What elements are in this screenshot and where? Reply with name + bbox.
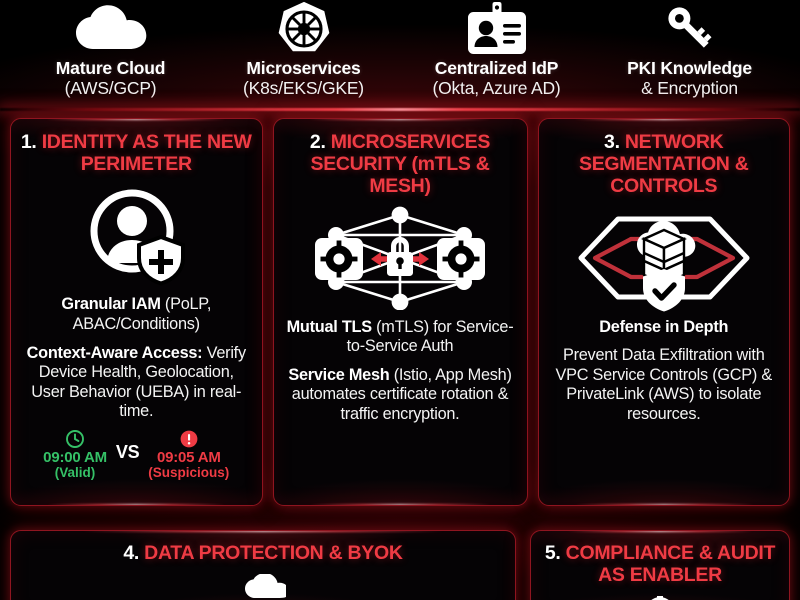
cards-row-secondary: 4. DATA PROTECTION & BYOK 5. COMPLIANCE …	[0, 530, 800, 600]
prerequisite-label: Centralized IdP	[434, 58, 559, 78]
prerequisite-mature-cloud: Mature Cloud (AWS/GCP)	[14, 2, 207, 99]
card-lead-text: Mutual TLS (mTLS) for Service-to-Service…	[283, 318, 518, 357]
suspicious-time-value: 09:05 AM	[156, 448, 221, 466]
card-number: 2.	[309, 131, 326, 153]
card-detail-text: Service Mesh (Istio, App Mesh) automates…	[283, 366, 518, 425]
card-title-text: MICROSERVICES SECURITY (mTLS & MESH)	[310, 131, 491, 198]
gear-badge-icon	[639, 596, 681, 600]
user-shield-icon	[84, 181, 188, 289]
card-lead-bold: Defense in Depth	[599, 317, 729, 336]
prerequisite-microservices: Microservices (K8s/EKS/GKE)	[207, 1, 400, 99]
alert-icon	[179, 429, 199, 449]
card-detail-bold: Context-Aware Access:	[26, 343, 203, 362]
valid-time-value: 09:00 AM	[43, 448, 107, 466]
card-title: 2. MICROSERVICES SECURITY (mTLS & MESH)	[283, 131, 518, 198]
card-title: 4. DATA PROTECTION & BYOK	[123, 542, 403, 564]
suspicious-access-block: 09:05 AM (Suspicious)	[148, 429, 229, 481]
card-detail-bold: Service Mesh	[288, 365, 390, 384]
suspicious-time-state: (Suspicious)	[148, 465, 230, 481]
card-title-text: DATA PROTECTION & BYOK	[144, 542, 403, 564]
prerequisite-label: Mature Cloud	[55, 58, 166, 78]
lock-cloud-icon	[240, 574, 286, 600]
card-lead-bold: Granular IAM	[61, 295, 161, 314]
kubernetes-icon	[275, 1, 333, 56]
vs-label: VS	[115, 441, 140, 462]
card-data-protection-byok[interactable]: 4. DATA PROTECTION & BYOK	[10, 530, 516, 600]
card-identity-as-the-new-perimeter[interactable]: 1. IDENTITY AS THE NEW PERIMETER	[10, 118, 263, 506]
card-number: 5.	[544, 542, 561, 564]
prerequisites-bar: Mature Cloud (AWS/GCP)	[0, 0, 800, 104]
cloud-icon	[73, 2, 149, 56]
card-number: 4.	[123, 542, 140, 564]
card-microservices-security[interactable]: 2. MICROSERVICES SECURITY (mTLS & MESH)	[272, 118, 528, 506]
card-body: Defense in Depth Prevent Data Exfiltrati…	[548, 318, 781, 425]
card-title: 1. IDENTITY AS THE NEW PERIMETER	[20, 131, 253, 175]
prerequisite-label: Microservices	[246, 58, 361, 78]
card-detail-rest: Verify Device Health, Geolocation, User …	[31, 343, 246, 421]
card-detail-text: Context-Aware Access: Verify Device Heal…	[20, 344, 253, 422]
card-detail-rest: Prevent Data Exfiltration with VPC Servi…	[555, 346, 773, 423]
card-body: Mutual TLS (mTLS) for Service-to-Service…	[283, 318, 518, 425]
prerequisite-sublabel: (K8s/EKS/GKE)	[243, 78, 364, 99]
prerequisite-label: PKI Knowledge	[627, 58, 752, 78]
card-lead-bold: Mutual TLS	[286, 317, 372, 336]
card-body: Granular IAM (PoLP, ABAC/Conditions) Con…	[20, 295, 253, 421]
card-title-text: IDENTITY AS THE NEW PERIMETER	[41, 131, 252, 176]
key-icon	[662, 2, 718, 56]
card-title-text: COMPLIANCE & AUDIT AS ENABLER	[565, 542, 776, 587]
cloud-hexagon-shield-icon	[571, 204, 757, 312]
prerequisite-sublabel: (AWS/GCP)	[64, 78, 157, 99]
clock-icon	[65, 429, 85, 449]
header-divider-glow	[0, 108, 800, 111]
prerequisite-centralized-idp: Centralized IdP (Okta, Azure AD)	[400, 2, 593, 99]
card-lead-rest: (PoLP, ABAC/Conditions)	[72, 295, 212, 333]
cards-row-primary: 1. IDENTITY AS THE NEW PERIMETER	[0, 118, 800, 506]
prerequisite-sublabel: (Okta, Azure AD)	[432, 78, 561, 99]
card-compliance-audit[interactable]: 5. COMPLIANCE & AUDIT AS ENABLER	[530, 530, 790, 600]
card-title: 3. NETWORK SEGMENTATION & CONTROLS	[548, 131, 781, 198]
card-network-segmentation[interactable]: 3. NETWORK SEGMENTATION & CONTROLS	[537, 118, 790, 506]
card-lead-rest: (mTLS) for Service-to-Service Auth	[346, 317, 514, 356]
valid-time-state: (Valid)	[54, 465, 96, 481]
prerequisite-pki-knowledge: PKI Knowledge & Encryption	[593, 2, 786, 99]
card-lead-text: Defense in Depth	[548, 318, 781, 338]
id-badge-icon	[464, 2, 530, 56]
card-title: 5. COMPLIANCE & AUDIT AS ENABLER	[540, 542, 780, 586]
card-number: 1.	[20, 131, 37, 153]
card-title-text: NETWORK SEGMENTATION & CONTROLS	[579, 131, 749, 198]
prerequisite-sublabel: & Encryption	[641, 78, 738, 99]
valid-access-block: 09:00 AM (Valid)	[43, 429, 107, 481]
card-number: 3.	[604, 131, 620, 153]
card-detail-text: Prevent Data Exfiltration with VPC Servi…	[548, 346, 781, 424]
card-detail-rest: (Istio, App Mesh) automates certificate …	[291, 365, 512, 423]
access-time-comparison: 09:00 AM (Valid) VS 09:05 AM (Suspicious…	[43, 429, 229, 481]
service-mesh-lock-icon	[305, 204, 495, 312]
card-lead-text: Granular IAM (PoLP, ABAC/Conditions)	[20, 295, 253, 334]
